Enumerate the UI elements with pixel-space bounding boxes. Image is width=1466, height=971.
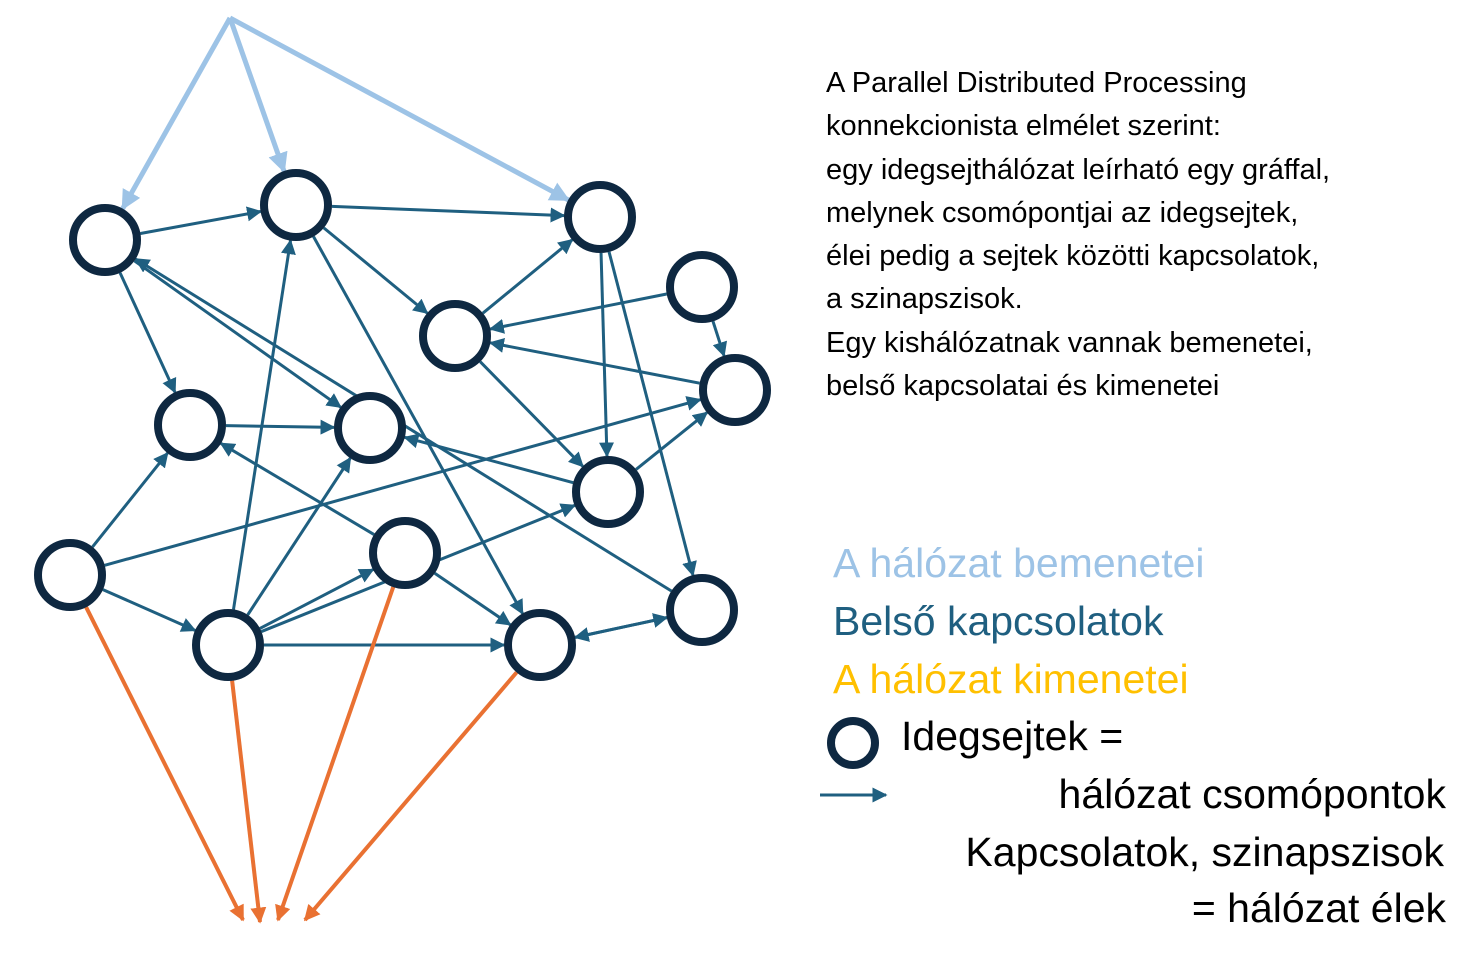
- output-edge: [84, 606, 245, 922]
- internal-edge: [481, 238, 574, 315]
- neuron-node: [192, 609, 264, 681]
- internal-edge: [133, 259, 342, 409]
- description-line: melynek csomópontjai az idegsejtek,: [826, 196, 1299, 229]
- legend-edges-line1: Kapcsolatok, szinapszisok: [965, 829, 1444, 875]
- neuron-node: [666, 251, 738, 323]
- description-line: egy idegsejthálózat leírható egy gráffal…: [826, 153, 1331, 186]
- internal-edge: [140, 206, 263, 235]
- neuron-node: [334, 392, 406, 464]
- output-edge: [230, 680, 267, 924]
- internal-edge: [635, 411, 709, 471]
- internal-edge: [711, 320, 728, 358]
- internal-edge: [102, 588, 197, 632]
- legend-edges-line2: = hálózat élek: [1191, 885, 1446, 931]
- neural-network-graph: [34, 15, 771, 924]
- neuron-node: [419, 300, 491, 372]
- description-line: belső kapcsolatai és kimenetei: [826, 370, 1220, 403]
- neuron-node: [69, 204, 141, 276]
- input-edge: [120, 16, 233, 211]
- internal-edge: [91, 451, 169, 548]
- neuron-node: [572, 456, 644, 528]
- description-line: A Parallel Distributed Processing: [826, 67, 1247, 99]
- legend-symbols: [820, 717, 888, 803]
- legend-neurons-line1: Idegsejtek =: [901, 713, 1124, 759]
- description-line: a szinapszisok.: [826, 283, 1023, 316]
- output-edge: [275, 586, 396, 922]
- legend-outputs: A hálózat kimenetei: [833, 656, 1189, 702]
- internal-edge: [118, 272, 177, 394]
- internal-edge: [573, 616, 668, 642]
- input-edge: [228, 15, 571, 203]
- neuron-node: [699, 354, 771, 426]
- internal-edge: [488, 338, 700, 385]
- internal-edge: [331, 204, 566, 223]
- neuron-node: [34, 539, 106, 611]
- internal-edge: [312, 235, 524, 615]
- internal-edge: [599, 252, 615, 458]
- internal-edge: [225, 419, 336, 435]
- description-line: Egy kishálózatnak vannak bemenetei,: [826, 326, 1313, 359]
- legend-inputs: A hálózat bemenetei: [833, 540, 1205, 586]
- internal-edge: [259, 568, 375, 630]
- legend-internal: Belső kapcsolatok: [833, 598, 1164, 644]
- legend-neurons-line2: hálózat csomópontok: [1058, 771, 1446, 817]
- legend-node-icon: [827, 717, 879, 769]
- description-line: konnekcionista elmélet szerint:: [826, 110, 1221, 143]
- internal-edge: [104, 396, 702, 567]
- description-text: A Parallel Distributed Processing konnek…: [826, 62, 1330, 408]
- internal-edge: [488, 292, 667, 334]
- neuron-node: [260, 169, 332, 241]
- neuron-node: [564, 181, 636, 253]
- internal-edge: [433, 572, 512, 626]
- output-edge: [303, 671, 519, 922]
- neuron-node: [369, 517, 441, 589]
- neuron-node: [154, 389, 226, 461]
- internal-edge: [479, 360, 584, 468]
- internal-edge: [219, 442, 375, 536]
- internal-edge: [403, 433, 574, 485]
- neuron-node: [504, 609, 576, 681]
- internal-edge: [246, 456, 352, 616]
- internal-edge: [322, 226, 429, 315]
- description-line: élei pedig a sejtek közötti kapcsolatok,: [826, 240, 1320, 273]
- neuron-node: [666, 574, 738, 646]
- input-edge: [227, 17, 288, 173]
